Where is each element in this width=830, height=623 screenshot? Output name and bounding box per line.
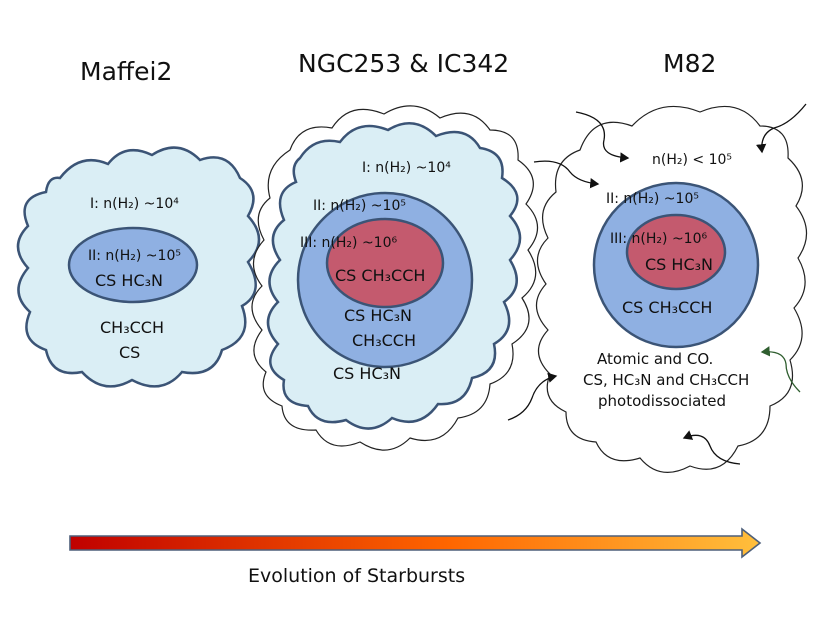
m82-mid-molecules: CS CH₃CCH: [622, 298, 712, 317]
maffei2-region-II-label: II: n(H₂) ~10⁵: [88, 248, 181, 264]
m82-title: M82: [663, 49, 716, 78]
evolution-arrow: Evolution of Starbursts: [69, 527, 762, 587]
m82-inflow-arrow-top-left: [575, 111, 630, 163]
ngc253-region-I-label: I: n(H₂) ~10⁴: [362, 160, 451, 176]
evolution-arrow-shape: [69, 527, 762, 559]
m82-atomic-line-2: CS, HC₃N and CH₃CCH: [583, 371, 749, 389]
maffei2-outer-molecule-ch3cch: CH₃CCH: [100, 318, 164, 337]
maffei2-region-I-label: I: n(H₂) ~10⁴: [90, 196, 179, 212]
m82-inflow-arrow-bottom: [682, 430, 741, 465]
ngc253-ic342-panel: I: n(H₂) ~10⁴ II: n(H₂) ~10⁵ III: n(H₂) …: [251, 105, 539, 451]
ngc253-region-III-label: III: n(H₂) ~10⁶: [300, 235, 397, 251]
m82-region-III-ellipse: [625, 213, 727, 291]
ngc253-mid-molecules-1: CS HC₃N: [344, 306, 412, 325]
ngc253-region-III-ellipse: [325, 217, 445, 309]
maffei2-core-molecules: CS HC₃N: [95, 271, 163, 290]
maffei2-title: Maffei2: [80, 57, 172, 86]
m82-inflow-arrow-left-lower: [507, 372, 558, 421]
m82-inflow-arrow-left-upper: [533, 160, 600, 189]
ngc253-ic342-title: NGC253 & IC342: [298, 49, 509, 78]
m82-region-III-label: III: n(H₂) ~10⁶: [610, 231, 707, 247]
maffei2-outer-molecule-cs: CS: [119, 343, 140, 362]
ngc253-region-II-label: II: n(H₂) ~10⁵: [313, 198, 406, 214]
m82-atomic-line-3: photodissociated: [598, 392, 726, 410]
ngc253-core-molecules: CS CH₃CCH: [335, 266, 425, 285]
maffei2-region-II-ellipse: [67, 226, 199, 304]
m82-inflow-arrow-top-right: [755, 103, 807, 154]
maffei2-panel: I: n(H₂) ~10⁴ II: n(H₂) ~10⁵ CS HC₃N CH₃…: [16, 146, 261, 388]
m82-panel: n(H₂) < 10⁵ II: n(H₂) ~10⁵ III: n(H₂) ~1…: [507, 103, 808, 473]
m82-region-I-label: n(H₂) < 10⁵: [652, 152, 732, 168]
ngc253-outer-molecules: CS HC₃N: [333, 364, 401, 383]
m82-core-molecules: CS HC₃N: [645, 255, 713, 274]
m82-region-II-label: II: n(H₂) ~10⁵: [606, 191, 699, 207]
evolution-arrow-label: Evolution of Starbursts: [248, 565, 465, 587]
m82-inflow-arrow-right-green: [760, 346, 801, 393]
ngc253-mid-molecules-2: CH₃CCH: [352, 331, 416, 350]
m82-atomic-line-1: Atomic and CO.: [597, 350, 713, 368]
